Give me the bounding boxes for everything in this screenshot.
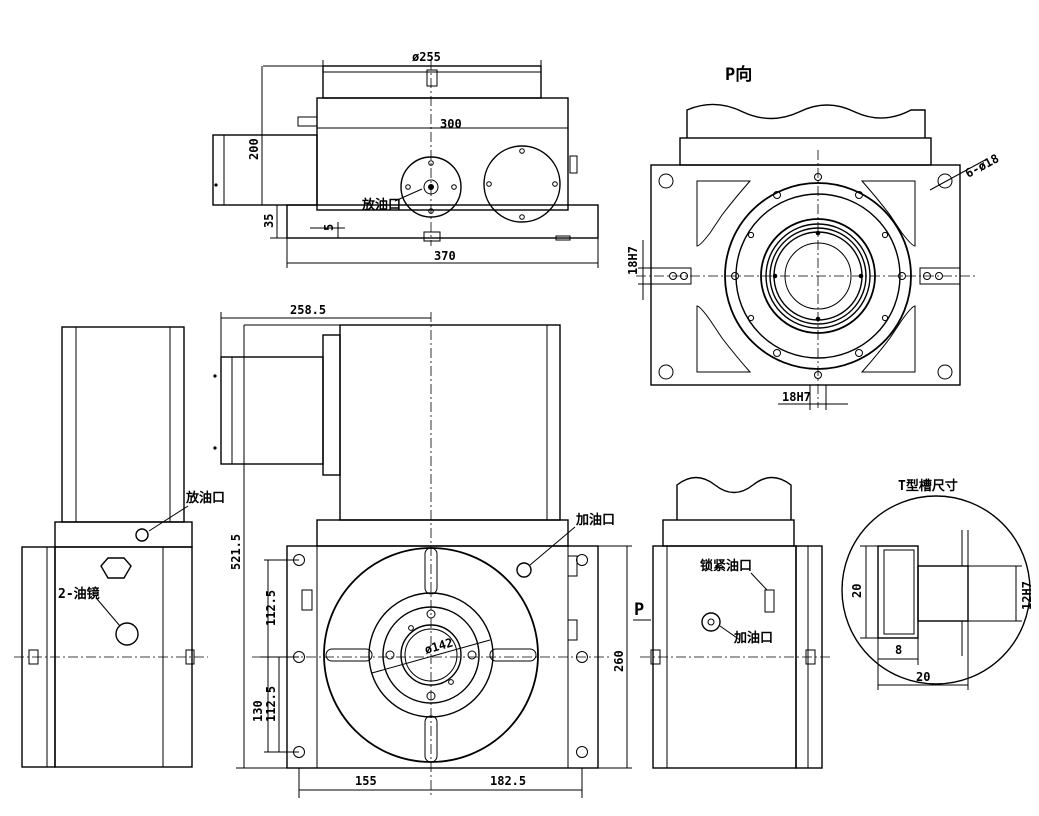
top-view [212,60,599,268]
dim-front-130: 130 [251,700,265,722]
dim-top-5: 5 [322,224,336,231]
dim-top-dia: ø255 [412,50,441,64]
label-fill-front: 加油口 [575,512,615,528]
dim-front-521-5: 521.5 [229,534,243,570]
dim-front-112-5a: 112.5 [264,590,278,626]
t-slot-detail [841,495,1031,690]
dim-top-200: 200 [247,138,261,160]
dim-top-35: 35 [262,214,276,228]
label-oil-gauge: 2-油镜 [58,586,100,602]
dim-p-18h7-bottom: 18H7 [782,390,811,404]
p-view [636,103,986,410]
dim-t-8: 8 [895,643,902,657]
label-lock-oil: 锁紧油口 [700,558,752,574]
label-p-arrow: P [634,600,644,620]
dim-p-holes: 6-ø18 [963,151,1001,180]
label-p-view: P向 [725,64,752,85]
dim-front-155: 155 [355,774,377,788]
front-view [213,312,610,798]
right-side-view [598,476,832,769]
label-drain-top: 放油口 [361,197,401,213]
dim-p-18h7-left: 18H7 [626,246,640,275]
dim-t-20h: 20 [850,584,864,598]
dim-front-182-5: 182.5 [490,774,526,788]
dim-front-258-5: 258.5 [290,303,326,317]
dim-t-12h7: 12H7 [1020,581,1034,610]
label-drain-left: 放油口 [185,490,225,506]
dim-right-260: 260 [612,650,626,672]
dim-top-300: 300 [440,117,462,131]
label-fill-right: 加油口 [733,630,773,646]
left-side-view [14,326,208,768]
dim-t-20w: 20 [916,670,930,684]
dim-front-142: ø142 [423,635,455,656]
dim-front-112-5b: 112.5 [264,686,278,722]
label-t-slot-title: T型槽尺寸 [898,478,958,494]
dim-top-370: 370 [434,249,456,263]
